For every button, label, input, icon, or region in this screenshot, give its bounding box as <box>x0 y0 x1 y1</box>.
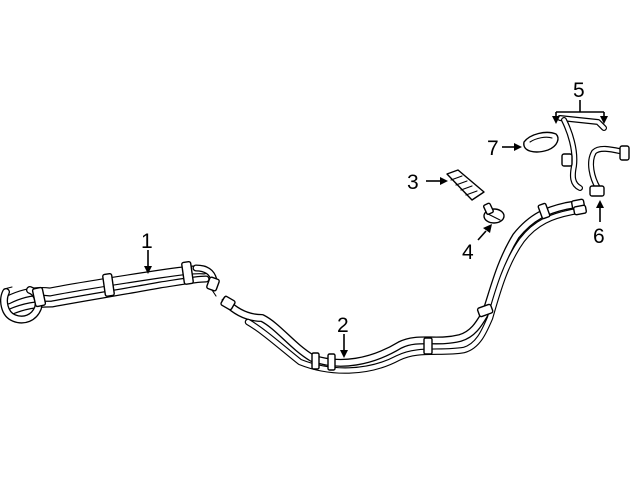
callout-1: 1 <box>141 230 153 253</box>
leader-1 <box>144 250 152 274</box>
leader-6 <box>596 200 604 222</box>
leader-3 <box>426 177 448 185</box>
part-5-tube[interactable] <box>557 115 607 191</box>
part-3-clip[interactable] <box>446 169 485 201</box>
part-7-grommet[interactable] <box>523 131 559 153</box>
part-6-tube[interactable] <box>588 145 630 197</box>
leader-7 <box>502 143 522 151</box>
callout-7: 7 <box>487 137 499 160</box>
callout-6: 6 <box>593 225 605 248</box>
callout-5: 5 <box>573 79 585 102</box>
leader-4 <box>477 224 492 241</box>
callout-2: 2 <box>337 314 349 337</box>
callout-4: 4 <box>462 241 474 264</box>
part-4-retainer[interactable] <box>482 202 505 224</box>
leader-2 <box>340 334 348 358</box>
leader-5 <box>552 100 608 124</box>
callout-3: 3 <box>407 171 419 194</box>
part-1-hose[interactable] <box>0 260 220 324</box>
part-2-hose[interactable] <box>220 198 587 374</box>
